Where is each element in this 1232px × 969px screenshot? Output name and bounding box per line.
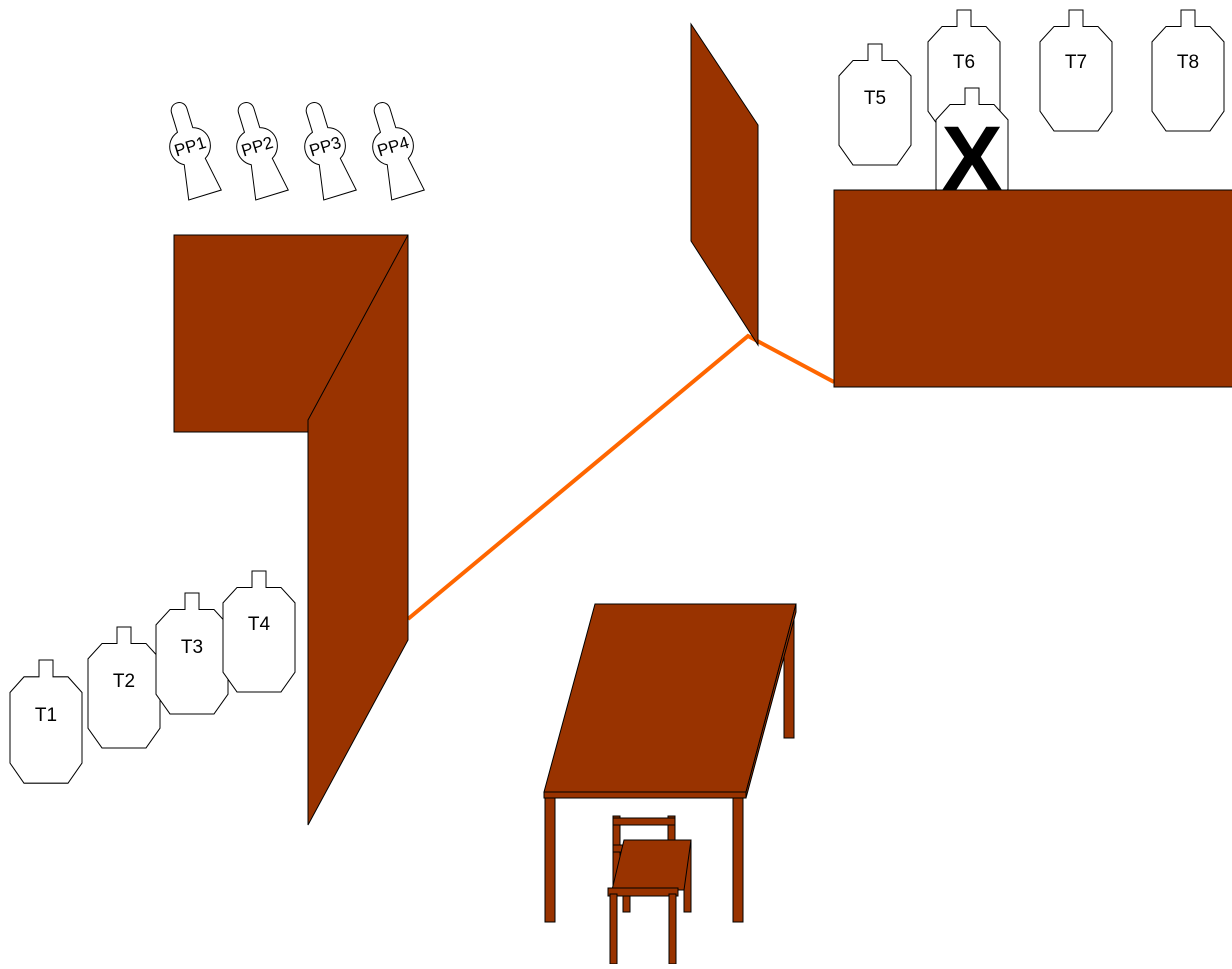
wall-left-side-face xyxy=(307,234,409,826)
table-leg-front-right xyxy=(732,794,744,923)
chair xyxy=(607,815,692,965)
popper-pp2: PP2 xyxy=(223,96,293,202)
chair-leg-front-right xyxy=(668,893,677,965)
target-label-t7: T7 xyxy=(1065,52,1087,73)
wall-panel-center xyxy=(690,22,759,347)
popper-pp3: PP3 xyxy=(291,96,361,202)
target-label-t5: T5 xyxy=(864,88,886,109)
table-top-edge-front xyxy=(543,791,747,799)
popper-pp1: PP1 xyxy=(156,96,226,202)
popper-pp4: PP4 xyxy=(359,96,429,202)
target-label-t2: T2 xyxy=(113,671,135,692)
table xyxy=(543,603,797,923)
target-label-t4: T4 xyxy=(248,614,271,635)
chair-seat-edge xyxy=(607,887,679,897)
wall-barricade-right xyxy=(833,189,1232,388)
table-top xyxy=(543,603,797,793)
target-label-t8: T8 xyxy=(1177,52,1199,73)
target-label-t3: T3 xyxy=(181,637,203,658)
fault-line xyxy=(406,333,835,621)
target-label-t6: T6 xyxy=(953,52,975,73)
target-label-t1: T1 xyxy=(35,705,57,726)
chair-back-rail-top xyxy=(612,817,676,826)
chair-leg-front-left xyxy=(609,893,618,965)
table-leg-front-left xyxy=(544,794,556,923)
wall-corner-left xyxy=(173,234,409,826)
chair-seat xyxy=(611,839,692,891)
table-top-edge-side xyxy=(745,603,797,799)
